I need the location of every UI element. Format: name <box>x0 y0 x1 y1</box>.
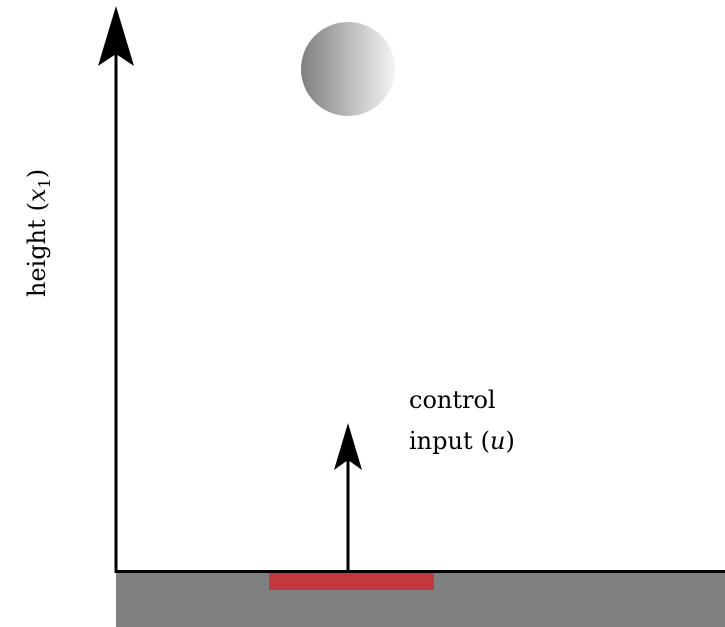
control-close-paren: ) <box>505 427 514 455</box>
height-axis-label: height (x1) <box>23 169 54 297</box>
control-var: u <box>490 427 505 455</box>
actuator-pad <box>269 572 434 590</box>
control-input-word: input <box>409 427 473 455</box>
height-open-paren: ( <box>23 202 51 211</box>
height-subscript: 1 <box>35 178 54 188</box>
height-word: height <box>23 219 51 297</box>
height-close-paren: ) <box>23 169 51 178</box>
control-arrow-head <box>334 423 362 470</box>
control-label-line2: input (u) <box>409 427 515 455</box>
control-open-paren: ( <box>481 427 490 455</box>
height-axis-arrowhead <box>98 6 134 66</box>
height-var: x <box>23 188 51 202</box>
control-label-line1: control <box>409 386 496 414</box>
ball <box>301 22 395 116</box>
